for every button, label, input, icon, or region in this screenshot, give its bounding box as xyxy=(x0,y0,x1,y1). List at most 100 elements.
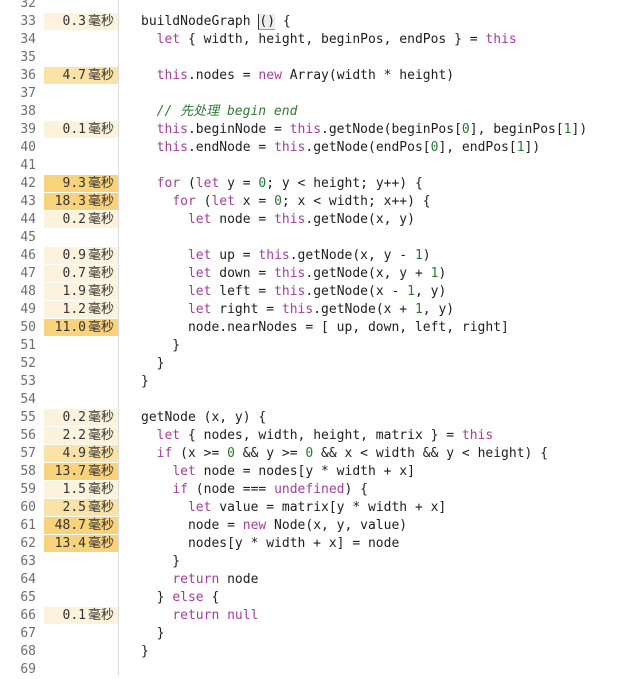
line-number: 57 xyxy=(20,446,36,461)
code-line[interactable]: 41 xyxy=(0,157,630,175)
line-number: 38 xyxy=(20,104,36,119)
line-number: 41 xyxy=(20,158,36,173)
code-line[interactable]: 65 } else { xyxy=(0,589,630,607)
code-line[interactable]: 69 xyxy=(0,661,630,679)
code-text: this.endNode = this.getNode(endPos[0], e… xyxy=(156,140,541,155)
timing-unit: 毫秒 xyxy=(87,248,114,263)
timing-value: 13.7 xyxy=(54,464,86,479)
code-line[interactable]: 53} xyxy=(0,373,630,391)
line-number: 44 xyxy=(20,212,36,227)
code-line[interactable]: 54 xyxy=(0,391,630,409)
line-number: 46 xyxy=(20,248,36,263)
code-text: buildNodeGraph () { xyxy=(141,14,291,30)
code-line[interactable]: 37 xyxy=(0,85,630,103)
timing-value: 1.2 xyxy=(62,302,86,317)
timing-value: 0.7 xyxy=(62,266,86,281)
code-line[interactable]: 32 xyxy=(0,0,630,13)
timing-value: 0.1 xyxy=(62,608,86,623)
timing-value: 0.9 xyxy=(62,248,86,263)
code-text: } else { xyxy=(141,590,220,605)
timing-value: 9.3 xyxy=(62,176,86,191)
code-line[interactable]: 67 } xyxy=(0,625,630,643)
timing-unit: 毫秒 xyxy=(87,212,114,227)
code-line[interactable]: 64 return node xyxy=(0,571,630,589)
code-line[interactable]: 34 let { width, height, beginPos, endPos… xyxy=(0,31,630,49)
line-number: 48 xyxy=(20,284,36,299)
timing-unit: 毫秒 xyxy=(87,122,114,137)
code-text: let down = this.getNode(x, y + 1) xyxy=(187,266,447,281)
code-text: this.beginNode = this.getNode(beginPos[0… xyxy=(156,122,588,137)
line-number: 56 xyxy=(20,428,36,443)
timing-unit: 毫秒 xyxy=(87,194,114,209)
line-number: 54 xyxy=(20,392,36,407)
line-number: 45 xyxy=(20,230,36,245)
timing-unit: 毫秒 xyxy=(87,320,114,335)
text-cursor: () xyxy=(258,14,276,30)
line-number: 66 xyxy=(20,608,36,623)
code-line[interactable]: 52 } xyxy=(0,355,630,373)
line-number: 55 xyxy=(20,410,36,425)
line-number: 50 xyxy=(20,320,36,335)
code-text: } xyxy=(141,626,165,641)
code-line[interactable]: 40 this.endNode = this.getNode(endPos[0]… xyxy=(0,139,630,157)
timing-value: 2.5 xyxy=(62,500,86,515)
code-line[interactable]: 63 } xyxy=(0,553,630,571)
timing-value: 11.0 xyxy=(54,320,86,335)
line-number: 43 xyxy=(20,194,36,209)
code-text: if (node === undefined) { xyxy=(172,482,368,497)
code-line[interactable]: 45 xyxy=(0,229,630,247)
code-line[interactable]: 38 // 先处理 begin end xyxy=(0,103,630,121)
code-text: node = new Node(x, y, value) xyxy=(141,518,408,533)
code-line[interactable]: 35 xyxy=(0,49,630,67)
timing-value: 4.7 xyxy=(62,68,86,83)
code-text: // 先处理 begin end xyxy=(156,104,298,119)
code-text: let up = this.getNode(x, y - 1) xyxy=(187,248,431,263)
code-line[interactable]: 51 } xyxy=(0,337,630,355)
timing-unit: 毫秒 xyxy=(87,500,114,515)
code-text: getNode (x, y) { xyxy=(141,410,267,425)
line-number: 60 xyxy=(20,500,36,515)
line-number: 36 xyxy=(20,68,36,83)
code-text: this.nodes = new Array(width * height) xyxy=(156,68,455,83)
code-line[interactable]: 68} xyxy=(0,643,630,661)
timing-unit: 毫秒 xyxy=(87,428,114,443)
line-number: 63 xyxy=(20,554,36,569)
timing-unit: 毫秒 xyxy=(87,266,114,281)
line-number: 34 xyxy=(20,32,36,47)
timing-unit: 毫秒 xyxy=(87,536,114,551)
timing-unit: 毫秒 xyxy=(87,410,114,425)
line-number: 37 xyxy=(20,86,36,101)
timing-unit: 毫秒 xyxy=(87,464,114,479)
code-text: let { nodes, width, height, matrix } = t… xyxy=(156,428,494,443)
